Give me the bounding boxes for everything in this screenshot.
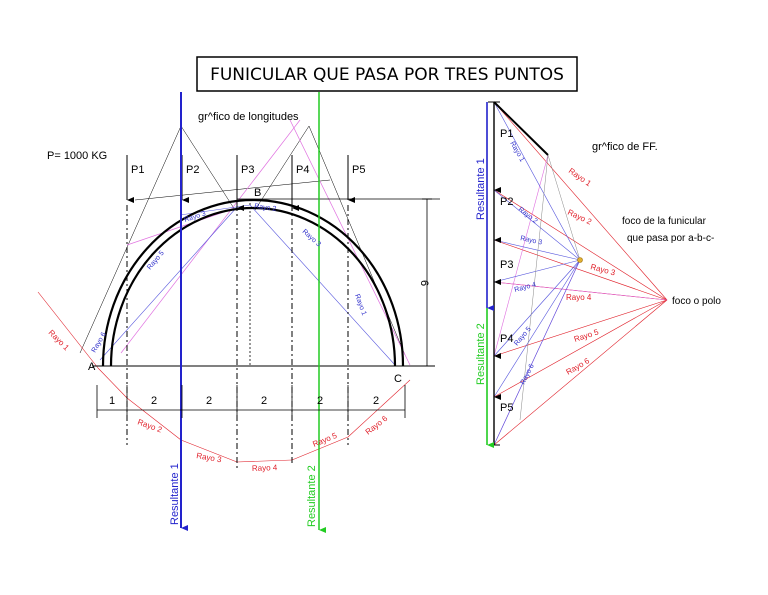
left-red-ray-6: Rayo 6 <box>364 414 390 437</box>
arch-inner <box>109 206 397 367</box>
point-b: B <box>254 187 261 199</box>
resultant-2-label: Resultante 2 <box>306 465 318 527</box>
span-6: 2 <box>373 395 379 407</box>
page-title: FUNICULAR QUE PASA POR TRES PUNTOS <box>210 65 564 85</box>
span-4: 2 <box>261 395 267 407</box>
point-c: C <box>394 373 402 385</box>
left-red-ray-4: Rayo 4 <box>252 463 278 473</box>
right-resultant-2-label: Resultante 2 <box>475 323 487 385</box>
right-red-ray-5: Rayo 5 <box>573 327 600 344</box>
forces-graph-label: gr^fico de FF. <box>592 141 658 153</box>
left-red-ray-1: Rayo 1 <box>47 328 72 353</box>
red-funicular <box>37 291 411 463</box>
resultant-1-label: Resultante 1 <box>169 463 181 525</box>
span-1: 1 <box>109 395 115 407</box>
span-3: 2 <box>206 395 212 407</box>
load-text: P= 1000 KG <box>47 150 107 162</box>
blue-rays-arch <box>99 204 396 366</box>
left-blue-ray-1: Rayo 1 <box>353 293 367 316</box>
right-force-p4: P4 <box>500 333 513 345</box>
right-force-p1: P1 <box>500 128 513 140</box>
right-blue-ray-1: Rayo 1 <box>508 141 525 164</box>
force-polygon-diagram: gr^fico de FF. <box>475 101 721 448</box>
left-blue-ray-5: Rayo 5 <box>146 250 166 272</box>
right-red-ray-4: Rayo 4 <box>566 293 592 302</box>
force-label-p1: P1 <box>131 164 144 176</box>
left-red-ray-2: Rayo 2 <box>136 417 163 434</box>
force-label-p2: P2 <box>186 164 199 176</box>
right-blue-ray-3: Rayo 3 <box>520 235 543 246</box>
arch-outer <box>101 198 405 367</box>
height-dim-label: 6 <box>418 280 430 286</box>
focus-label-1: foco de la funicular <box>622 216 707 227</box>
right-blue-ray-6: Rayo 6 <box>520 363 536 386</box>
funicular-focus-point <box>577 257 583 263</box>
arch-diagram: P= 1000 KG gr^fico de longitudes <box>37 92 440 533</box>
gray-lines <box>519 154 581 421</box>
left-red-ray-3: Rayo 3 <box>196 451 223 464</box>
span-2: 2 <box>151 395 157 407</box>
force-label-p5: P5 <box>352 164 365 176</box>
right-red-ray-1: Rayo 1 <box>567 166 593 188</box>
right-red-ray-2: Rayo 2 <box>566 208 593 227</box>
right-blue-ray-5: Rayo 5 <box>513 326 533 348</box>
right-force-p5: P5 <box>500 402 513 414</box>
blue-rays-to-focus <box>493 101 581 446</box>
closing-line <box>493 101 549 156</box>
right-force-p2: P2 <box>500 196 513 208</box>
construction-lines <box>79 125 406 356</box>
right-red-ray-3: Rayo 3 <box>589 262 616 277</box>
right-blue-ray-2: Rayo 2 <box>517 206 539 225</box>
right-force-p3: P3 <box>500 259 513 271</box>
pole-label: foco o polo <box>672 296 721 307</box>
title-box: FUNICULAR QUE PASA POR TRES PUNTOS <box>196 56 578 92</box>
force-label-p4: P4 <box>296 164 309 176</box>
right-resultant-1-label: Resultante 1 <box>475 158 487 220</box>
span-ticks <box>96 385 406 418</box>
force-label-p3: P3 <box>241 164 254 176</box>
left-blue-ray-2: Rayo 2 <box>254 203 277 213</box>
lengths-label: gr^fico de longitudes <box>198 111 299 123</box>
focus-label-2: que pasa por a-b-c- <box>627 233 714 244</box>
point-a: A <box>88 361 96 373</box>
span-5: 2 <box>317 395 323 407</box>
